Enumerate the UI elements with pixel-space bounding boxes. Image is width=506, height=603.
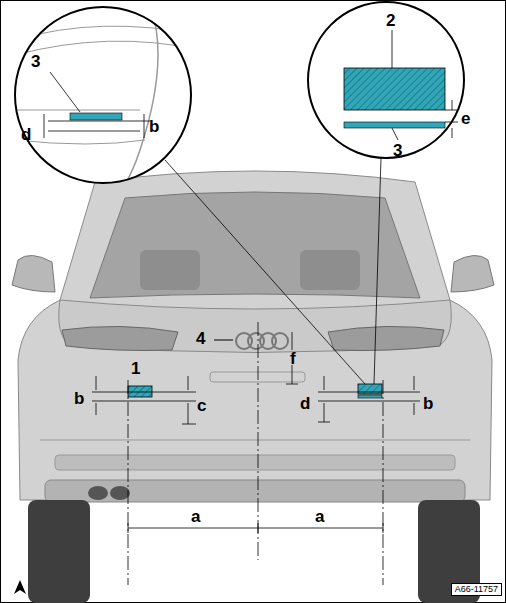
- callout-label: 4: [196, 330, 205, 347]
- drawing-number: A66-11757: [451, 583, 502, 596]
- callout-label: b: [149, 118, 159, 135]
- callout-label: d: [300, 395, 310, 412]
- callout-label: a: [315, 508, 324, 525]
- callout-label: b: [423, 395, 433, 412]
- callout-label: 3: [393, 142, 402, 159]
- callout-label: c: [197, 397, 206, 414]
- callout-label: e: [461, 110, 470, 127]
- callout-label: 3: [31, 53, 40, 70]
- callout-label: f: [290, 350, 296, 367]
- callout-label: a: [191, 508, 200, 525]
- callout-label: d: [21, 126, 31, 143]
- callout-label: 2: [386, 12, 395, 29]
- callout-label: b: [74, 390, 84, 407]
- callout-label: 1: [131, 360, 140, 377]
